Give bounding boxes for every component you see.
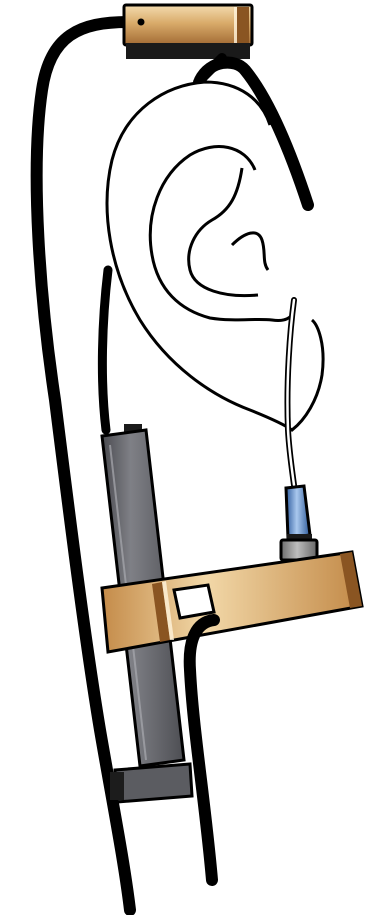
pole-cable [102,270,108,430]
probe-body [281,486,317,560]
clamp-cable [190,620,214,880]
status-dot-icon [138,19,145,26]
top-housing [124,5,252,59]
